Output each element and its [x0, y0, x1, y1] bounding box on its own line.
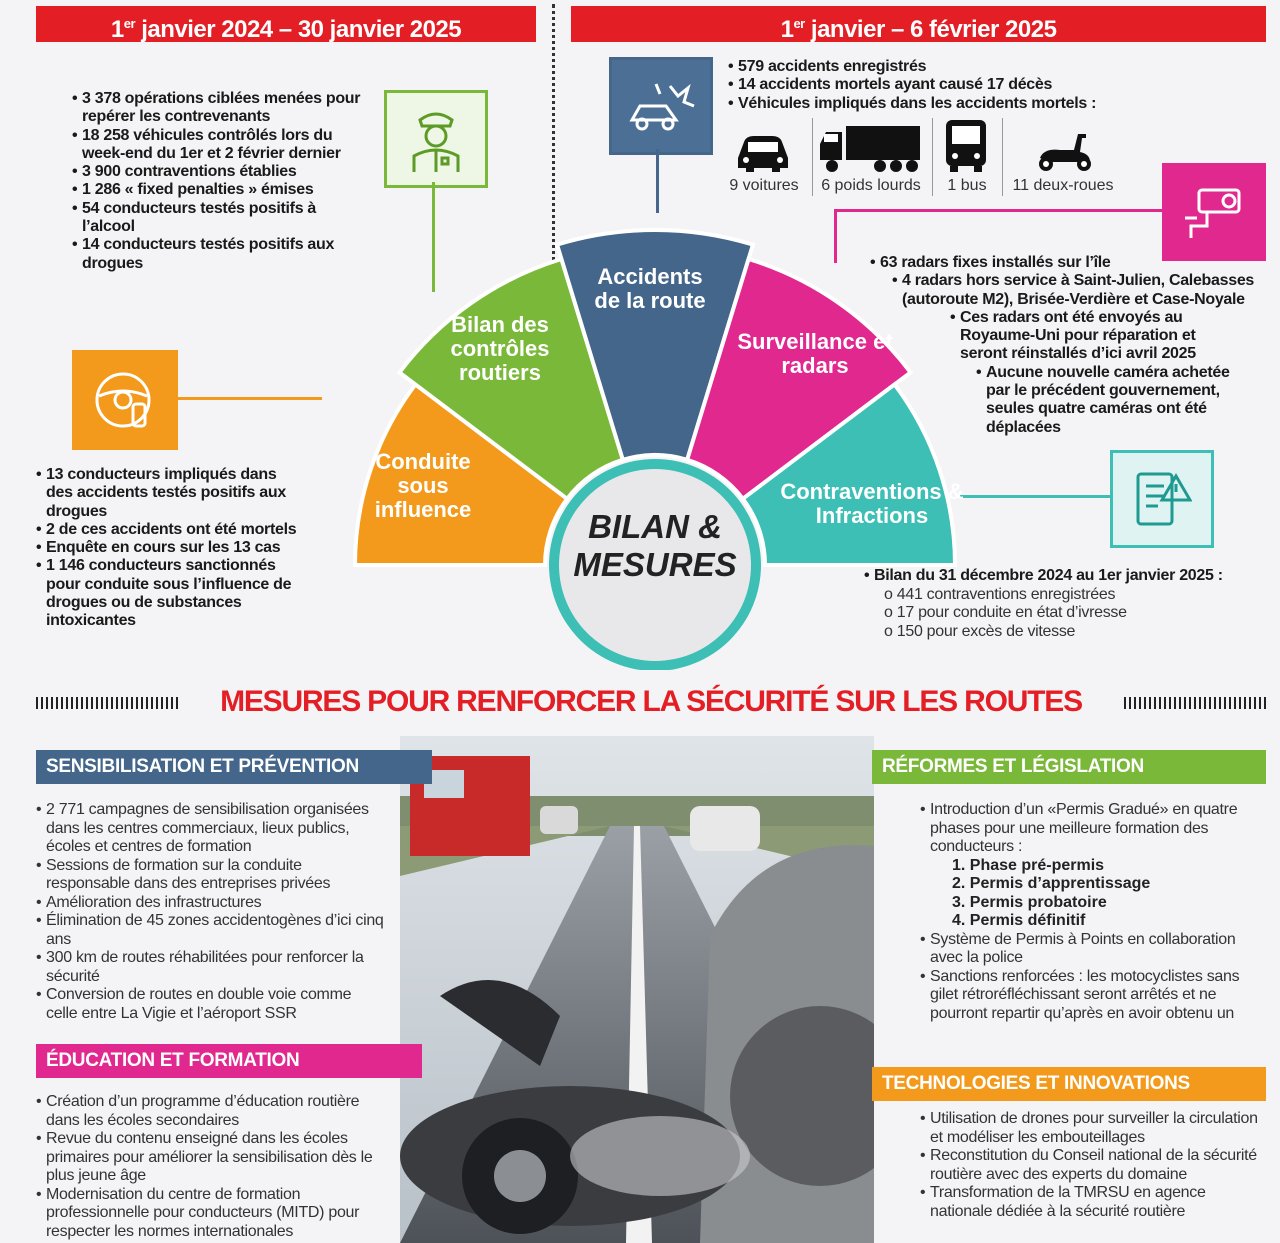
list-item: Création d’un programme d’éducation rout… [36, 1093, 392, 1130]
list-item: 13 conducteurs impliqués dans des accide… [36, 466, 306, 521]
list-item: Ces radars ont été envoyés au Royaume-Un… [950, 309, 1230, 364]
connector-teal [960, 495, 1112, 498]
divider [812, 118, 813, 196]
list-item: Sessions de formation sur la conduite re… [36, 857, 386, 894]
radars-list: 63 radars fixes installés sur l’île 4 ra… [870, 254, 1270, 437]
list-item: 3 378 opérations ciblées menées pour rep… [72, 90, 362, 127]
list-item: 2 de ces accidents ont été mortels [36, 521, 306, 540]
center-disc [559, 469, 751, 661]
sensibilisation-list: 2 771 campagnes de sensibilisation organ… [36, 801, 386, 1023]
segment-influence [352, 381, 570, 567]
list-item: Enquête en cours sur les 13 cas [36, 539, 306, 558]
connector-pink-drop [834, 209, 837, 263]
truck-icon [818, 124, 922, 179]
accidents-list: 579 accidents enregistrés 14 accidents m… [728, 58, 1148, 113]
list-item: 579 accidents enregistrés [728, 58, 1148, 77]
phase-item: 1. Phase pré-permis [952, 856, 1105, 874]
contraventions-block: •Bilan du 31 décembre 2024 au 1er janvie… [864, 567, 1264, 641]
vehicle-label-poids-lourds: 6 poids lourds [821, 177, 921, 194]
controles-list: 3 378 opérations ciblées menées pour rep… [72, 90, 362, 273]
list-item: Introduction d’un «Permis Gradué» en qua… [920, 801, 1270, 857]
list-item: 1 286 « fixed penalties » émises [72, 181, 362, 200]
contraventions-head: •Bilan du 31 décembre 2024 au 1er janvie… [864, 567, 1223, 584]
phases-list: 1. Phase pré-permis 2. Permis d’apprenti… [920, 857, 1270, 931]
segment-label-contraventions: Contraventions & Infractions [780, 479, 964, 528]
phase-item: 4. Permis définitif [952, 912, 1086, 929]
car-crash-icon [609, 57, 713, 155]
steering-wheel-bottle-icon [72, 350, 178, 450]
list-item: o 441 contraventions enregistrées [884, 585, 1116, 603]
segment-label-surveillance: Surveillance et radars [737, 329, 893, 378]
reformes-list: Système de Permis à Points en collaborat… [920, 931, 1270, 1024]
connector-blue [656, 149, 659, 213]
divider [1002, 118, 1003, 196]
list-item: 4 radars hors service à Saint-Julien, Ca… [892, 272, 1270, 309]
mesures-title: MESURES POUR RENFORCER LA SÉCURITÉ SUR L… [220, 685, 1083, 718]
list-item: 2 771 campagnes de sensibilisation organ… [36, 801, 386, 857]
connector-orange [172, 397, 322, 400]
list-item: 1 146 conducteurs sanctionnés pour condu… [36, 557, 306, 630]
speed-camera-icon [1162, 163, 1266, 261]
connector-pink [834, 209, 1164, 212]
phase-item: 2. Permis d’apprentissage [952, 875, 1151, 892]
scooter-icon [1030, 128, 1098, 179]
center-title-line1: BILAN & [588, 508, 722, 545]
segment-label-influence: Conduite sous influence [374, 449, 472, 522]
title-ornament-left [36, 697, 178, 709]
police-officer-icon [384, 90, 488, 188]
divider [932, 118, 933, 196]
list-item: Aucune nouvelle caméra achetée par le pr… [976, 364, 1256, 437]
section-head-technologies: TECHNOLOGIES ET INNOVATIONS [872, 1067, 1266, 1101]
list-item: Conversion de routes en double voie comm… [36, 986, 386, 1023]
technologies-list: Utilisation de drones pour surveiller la… [920, 1110, 1260, 1221]
list-item: 54 conducteurs testés positifs à l’alcoo… [72, 200, 362, 237]
date-banner-left: 1er janvier 2024 – 30 janvier 2025 [36, 6, 536, 43]
accident-scene-image [400, 736, 874, 1243]
list-item: Véhicules impliqués dans les accidents m… [728, 95, 1148, 114]
list-item: Élimination de 45 zones accidentogènes d… [36, 912, 386, 949]
reformes-intro: Introduction d’un «Permis Gradué» en qua… [920, 801, 1270, 857]
center-title: BILAN & MESURES [555, 508, 755, 584]
segment-label-controles: Bilan des contrôles routiers [450, 312, 550, 385]
segment-surveillance [684, 256, 914, 502]
center-title-line2: MESURES [573, 546, 737, 583]
reformes-block: Introduction d’un «Permis Gradué» en qua… [920, 801, 1270, 1023]
list-item: Système de Permis à Points en collaborat… [920, 931, 1270, 968]
influence-list: 13 conducteurs impliqués dans des accide… [36, 466, 306, 631]
connector-green [432, 182, 435, 292]
list-item: 14 conducteurs testés positifs aux drogu… [72, 236, 362, 273]
segment-label-accidents: Accidents de la route [594, 264, 706, 313]
list-item: 300 km de routes réhabilitées pour renfo… [36, 949, 386, 986]
list-item: Revue du contenu enseigné dans les école… [36, 1130, 392, 1186]
list-item: o 17 pour conduite en état d’ivresse [884, 604, 1127, 621]
list-item: Modernisation du centre de formation pro… [36, 1186, 392, 1242]
vehicle-label-bus: 1 bus [947, 177, 987, 194]
section-head-education: ÉDUCATION ET FORMATION [36, 1044, 422, 1078]
clipboard-warning-icon [1110, 450, 1214, 548]
list-item: Transformation de la TMRSU en agence nat… [920, 1184, 1260, 1221]
vehicle-label-voitures: 9 voitures [729, 177, 799, 194]
list-item: Reconstitution du Conseil national de la… [920, 1147, 1260, 1184]
bilan-wheel [352, 228, 958, 670]
list-item: Amélioration des infrastructures [36, 894, 386, 913]
phase-item: 3. Permis probatoire [952, 893, 1107, 911]
list-item: 18 258 véhicules contrôlés lors du week-… [72, 127, 362, 164]
date-banner-right: 1er janvier – 6 février 2025 [571, 6, 1266, 43]
section-head-sensibilisation: SENSIBILISATION ET PRÉVENTION [36, 750, 432, 784]
vehicle-label-deux-roues: 11 deux-roues [1012, 177, 1114, 194]
list-item: 63 radars fixes installés sur l’île [870, 254, 1270, 273]
title-ornament-right [1124, 697, 1266, 709]
section-head-reformes: RÉFORMES ET LÉGISLATION [872, 750, 1266, 784]
education-list: Création d’un programme d’éducation rout… [36, 1093, 392, 1241]
bus-icon [944, 118, 988, 179]
dotted-divider [552, 4, 555, 304]
segment-controles [396, 256, 626, 502]
list-item: Sanctions renforcées : les motocyclistes… [920, 968, 1270, 1024]
segment-contraventions [740, 381, 958, 567]
list-item: 14 accidents mortels ayant causé 17 décè… [728, 76, 1148, 95]
car-icon [732, 128, 794, 179]
list-item: 3 900 contraventions établies [72, 163, 362, 182]
list-item: Utilisation de drones pour surveiller la… [920, 1110, 1260, 1147]
list-item: o 150 pour excès de vitesse [884, 622, 1076, 640]
